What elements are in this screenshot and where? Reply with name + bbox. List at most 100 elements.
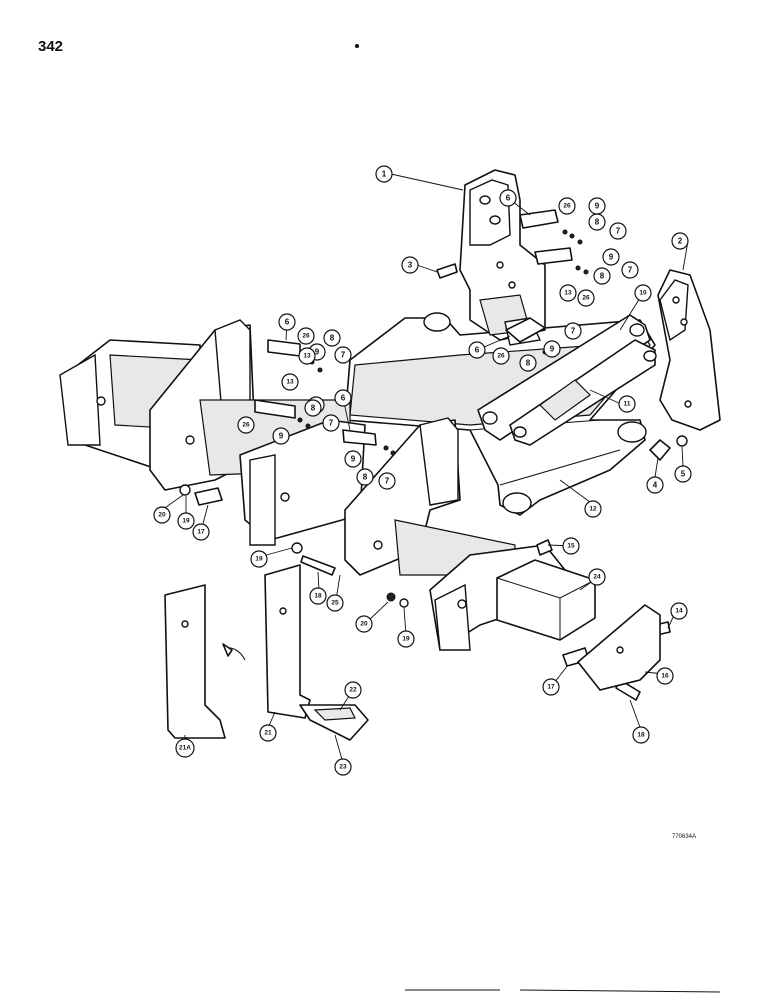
callout: 23 <box>334 758 352 776</box>
svg-text:8: 8 <box>363 473 368 482</box>
svg-text:17: 17 <box>547 684 555 691</box>
pins-and-hardware <box>179 209 688 701</box>
callout: 8 <box>323 329 341 347</box>
svg-text:9: 9 <box>550 345 555 354</box>
svg-text:26: 26 <box>582 295 590 302</box>
callout: 18 <box>632 726 650 744</box>
shank-21A <box>164 584 226 739</box>
callout: 8 <box>593 267 611 285</box>
callout: 8 <box>588 213 606 231</box>
svg-text:7: 7 <box>329 419 334 428</box>
callout: 2 <box>671 232 689 250</box>
callout: 9 <box>272 427 290 445</box>
svg-text:22: 22 <box>349 687 357 694</box>
callout: 15 <box>562 537 580 555</box>
callout: 7 <box>564 322 582 340</box>
svg-text:7: 7 <box>628 266 633 275</box>
svg-text:1: 1 <box>382 170 387 179</box>
svg-text:25: 25 <box>331 600 339 607</box>
figure-reference: 770634A <box>672 834 697 840</box>
svg-text:26: 26 <box>242 422 250 429</box>
callout: 9 <box>344 450 362 468</box>
callout: 6 <box>278 313 296 331</box>
callout: 8 <box>356 468 374 486</box>
callout: 7 <box>378 472 396 490</box>
callout: 7 <box>334 346 352 364</box>
callout: 10 <box>634 284 652 302</box>
svg-text:13: 13 <box>286 379 294 386</box>
svg-text:21: 21 <box>264 730 272 737</box>
callout: 25 <box>326 594 344 612</box>
callout: 9 <box>588 197 606 215</box>
callout: 26 <box>297 327 315 345</box>
svg-text:15: 15 <box>567 543 575 550</box>
callout: 3 <box>401 256 419 274</box>
svg-text:18: 18 <box>314 593 322 600</box>
tooth-tip <box>299 704 369 741</box>
end-plate <box>577 604 661 691</box>
callout: 12 <box>584 500 602 518</box>
svg-text:9: 9 <box>595 202 600 211</box>
callout: 26 <box>558 197 576 215</box>
callout: 4 <box>646 476 664 494</box>
callout: 8 <box>519 354 537 372</box>
callout: 26 <box>492 347 510 365</box>
callout: 7 <box>322 414 340 432</box>
callout: 17 <box>542 678 560 696</box>
svg-text:26: 26 <box>302 333 310 340</box>
svg-text:10: 10 <box>639 290 647 297</box>
callout: 7 <box>621 261 639 279</box>
svg-text:20: 20 <box>158 512 166 519</box>
callout: 24 <box>588 568 606 586</box>
callout: 13 <box>298 347 316 365</box>
callout: 7 <box>609 222 627 240</box>
svg-text:8: 8 <box>311 404 316 413</box>
callout: 5 <box>674 465 692 483</box>
svg-text:26: 26 <box>563 203 571 210</box>
svg-text:17: 17 <box>197 529 205 536</box>
svg-text:9: 9 <box>351 455 356 464</box>
svg-text:8: 8 <box>330 334 335 343</box>
callout: 9 <box>543 340 561 358</box>
svg-text:8: 8 <box>600 272 605 281</box>
callout: 26 <box>577 289 595 307</box>
callout: 9 <box>602 248 620 266</box>
svg-text:6: 6 <box>506 194 511 203</box>
callout: 13 <box>281 373 299 391</box>
svg-text:7: 7 <box>385 477 390 486</box>
callout: 21A <box>175 738 195 758</box>
svg-text:19: 19 <box>255 556 263 563</box>
svg-text:9: 9 <box>279 432 284 441</box>
svg-text:18: 18 <box>637 732 645 739</box>
callout: 6 <box>499 189 517 207</box>
callout: 20 <box>153 506 171 524</box>
svg-text:5: 5 <box>681 470 686 479</box>
svg-text:11: 11 <box>624 401 631 408</box>
beam-center-left <box>149 319 366 546</box>
svg-text:20: 20 <box>360 621 368 628</box>
svg-text:7: 7 <box>571 327 576 336</box>
svg-text:12: 12 <box>589 506 597 513</box>
link-bar <box>477 314 651 441</box>
callout: 16 <box>656 667 674 685</box>
svg-text:23: 23 <box>339 764 347 771</box>
callout: 8 <box>304 399 322 417</box>
svg-text:2: 2 <box>678 237 683 246</box>
svg-text:14: 14 <box>675 608 683 615</box>
svg-text:4: 4 <box>653 481 658 490</box>
side-mounting-bracket <box>657 269 721 431</box>
svg-text:19: 19 <box>182 518 190 525</box>
svg-text:8: 8 <box>526 359 531 368</box>
svg-text:13: 13 <box>564 290 572 297</box>
svg-text:7: 7 <box>616 227 621 236</box>
ink-mark <box>355 44 359 48</box>
svg-text:21A: 21A <box>179 745 191 752</box>
svg-text:24: 24 <box>593 574 601 581</box>
hydraulic-cylinder <box>509 339 657 446</box>
shank-21 <box>264 564 311 719</box>
callout: 18 <box>309 587 327 605</box>
svg-text:3: 3 <box>408 261 413 270</box>
counterweight-block <box>496 559 596 641</box>
svg-text:7: 7 <box>341 351 346 360</box>
callout: 1 <box>375 165 393 183</box>
